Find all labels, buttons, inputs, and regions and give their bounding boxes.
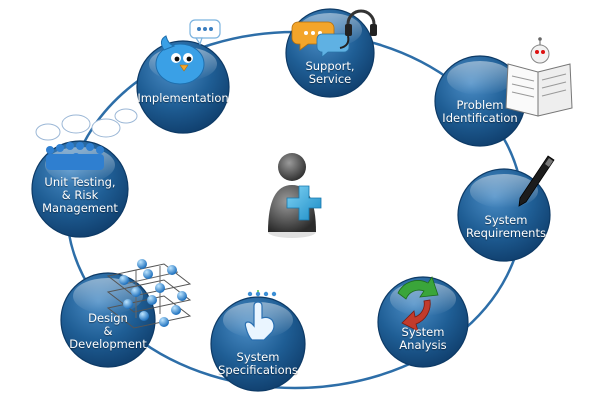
- crowd-chat-icon: [35, 108, 138, 170]
- hand-pointer-icon: [244, 290, 277, 341]
- node-design: [60, 272, 156, 368]
- pen-icon: [518, 155, 555, 207]
- molecule-grid-icon: [106, 259, 192, 329]
- node-problem: [434, 55, 526, 147]
- cycle-arrows-icon: [397, 276, 439, 332]
- newspaper-reader-icon: [505, 37, 573, 117]
- bird-icon: [155, 19, 221, 85]
- person-plus-icon: [268, 153, 322, 238]
- headset-chat-icon: [291, 9, 377, 58]
